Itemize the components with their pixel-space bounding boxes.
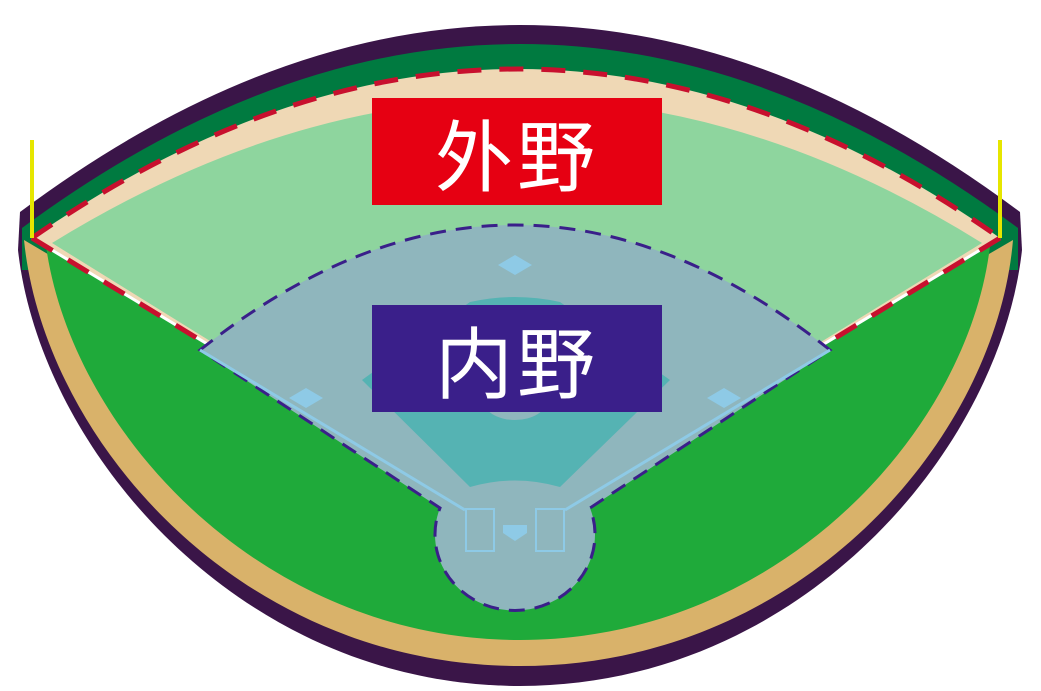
right-foul-line-dashes: [825, 235, 1002, 346]
foul-territory-grass: [46, 246, 990, 640]
left-batters-box: [465, 508, 495, 552]
right-batters-box: [535, 508, 565, 552]
outfield-label: 外野: [372, 98, 662, 205]
first-base: [707, 388, 741, 408]
left-foul-line-dashes: [30, 235, 207, 346]
first-base-line: [564, 348, 831, 512]
second-base: [498, 255, 532, 275]
third-base: [289, 388, 323, 408]
third-base-line: [199, 348, 466, 512]
infield-label: 内野: [372, 305, 662, 412]
home-plate: [503, 525, 527, 541]
outfield-fence-line: [30, 66, 1002, 241]
